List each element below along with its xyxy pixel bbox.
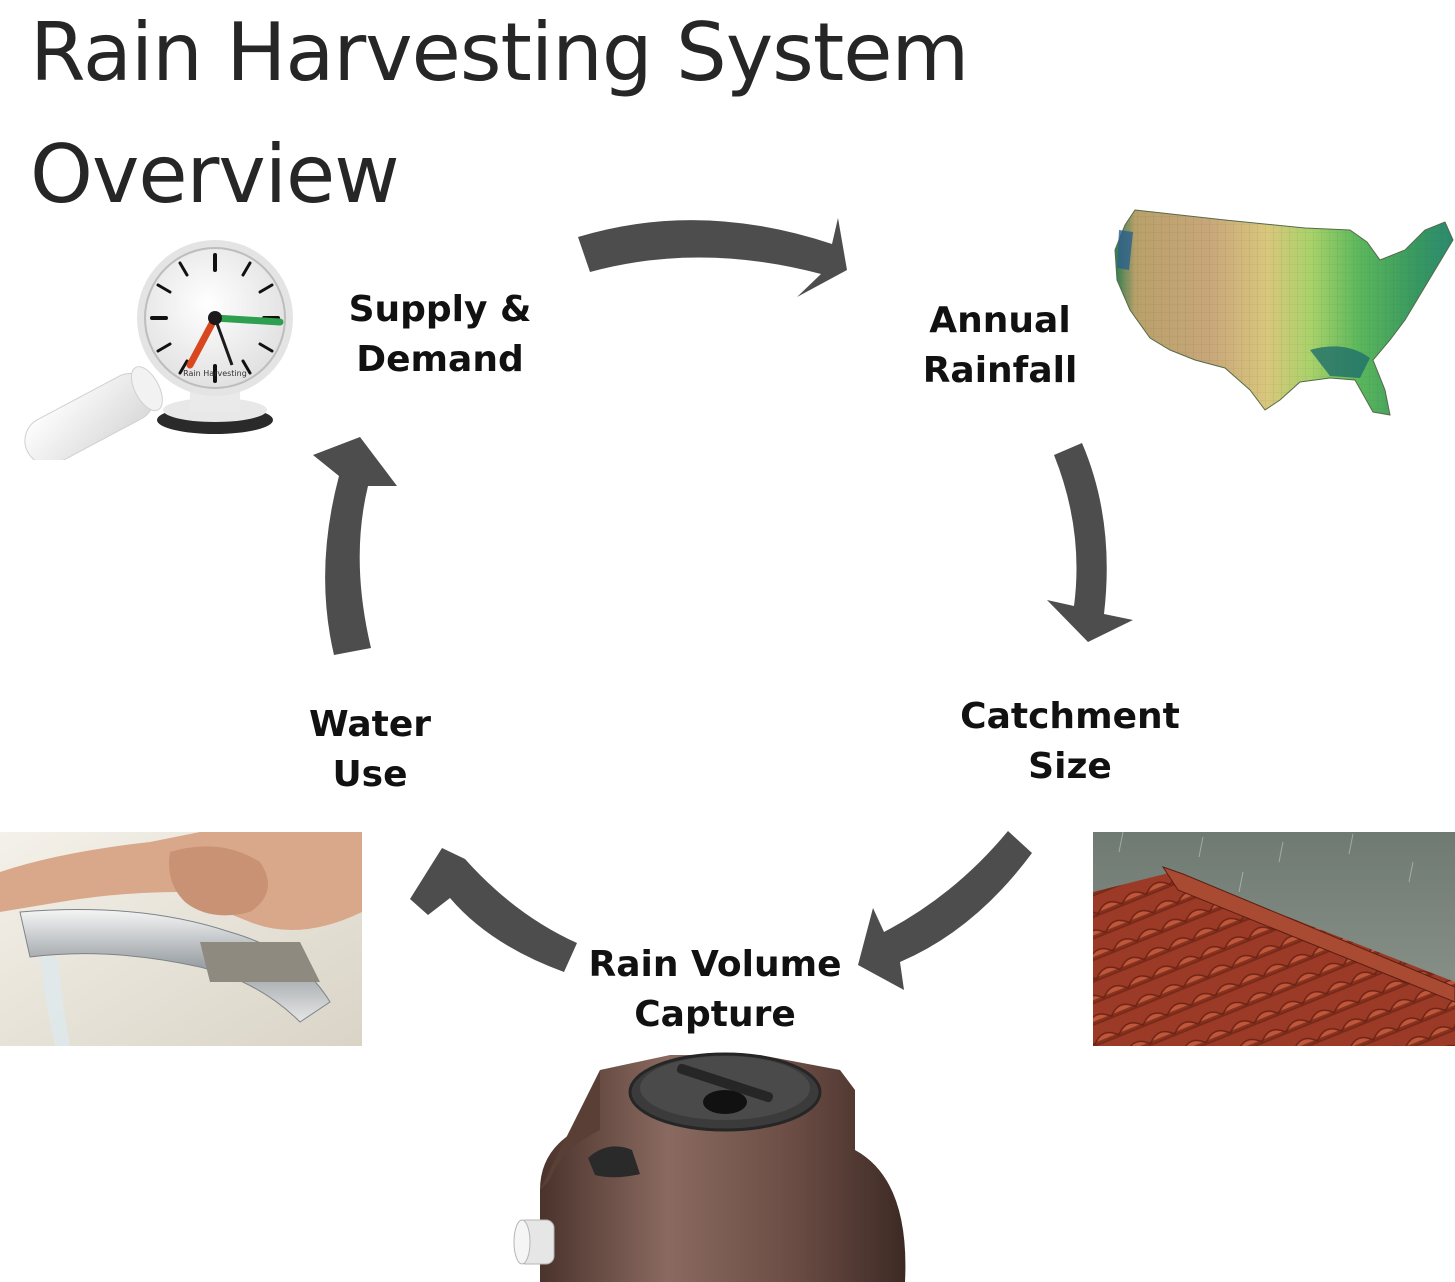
step-water-use-line-1: Water — [308, 704, 432, 745]
gauge-brand-text: Rain Harvesting — [183, 369, 247, 378]
arrow-supply-to-rainfall — [578, 218, 847, 297]
step-rain-volume-capture: Rain Volume Capture — [580, 940, 850, 1040]
arrow-rainfall-to-catchment — [1047, 443, 1133, 642]
page-title: Rain Harvesting System Overview — [30, 0, 1130, 236]
step-supply-demand-line-2: Demand — [356, 339, 524, 380]
tiled-roof-photo — [1093, 832, 1455, 1046]
step-rain-volume-capture-line-2: Capture — [634, 994, 796, 1035]
tiled-roof-in-rain-icon — [1093, 832, 1455, 1046]
rain-gauge-photo: Rain Harvesting — [10, 230, 320, 460]
step-catchment-size-line-1: Catchment — [960, 696, 1180, 737]
step-annual-rainfall: Annual Rainfall — [900, 296, 1100, 396]
step-catchment-size-line-2: Size — [1028, 746, 1112, 787]
step-rain-volume-capture-line-1: Rain Volume — [588, 944, 842, 985]
arrow-wateruse-to-supply — [313, 437, 397, 655]
water-tap-icon — [0, 832, 362, 1046]
step-annual-rainfall-line-1: Annual — [929, 300, 1071, 341]
step-water-use-line-2: Use — [332, 754, 408, 795]
water-tap-photo — [0, 832, 362, 1046]
page-title-line-2: Overview — [30, 128, 400, 221]
step-annual-rainfall-line-2: Rainfall — [922, 350, 1078, 391]
cycle-arrows — [313, 218, 1133, 990]
us-rainfall-map-photo — [1105, 200, 1455, 425]
step-supply-demand: Supply & Demand — [330, 285, 550, 385]
step-supply-demand-line-1: Supply & — [348, 289, 532, 330]
rain-water-tank-photo — [500, 1050, 920, 1282]
rain-water-tank-icon — [513, 1052, 906, 1282]
step-water-use: Water Use — [280, 700, 460, 800]
arrow-catchment-to-volume — [858, 831, 1032, 990]
us-outline — [1114, 209, 1454, 416]
us-rainfall-map-icon — [1114, 209, 1454, 416]
step-catchment-size: Catchment Size — [950, 692, 1190, 792]
arrow-volume-to-wateruse — [410, 848, 577, 972]
rain-gauge-icon: Rain Harvesting — [24, 240, 293, 460]
page-title-line-1: Rain Harvesting System — [30, 6, 969, 99]
